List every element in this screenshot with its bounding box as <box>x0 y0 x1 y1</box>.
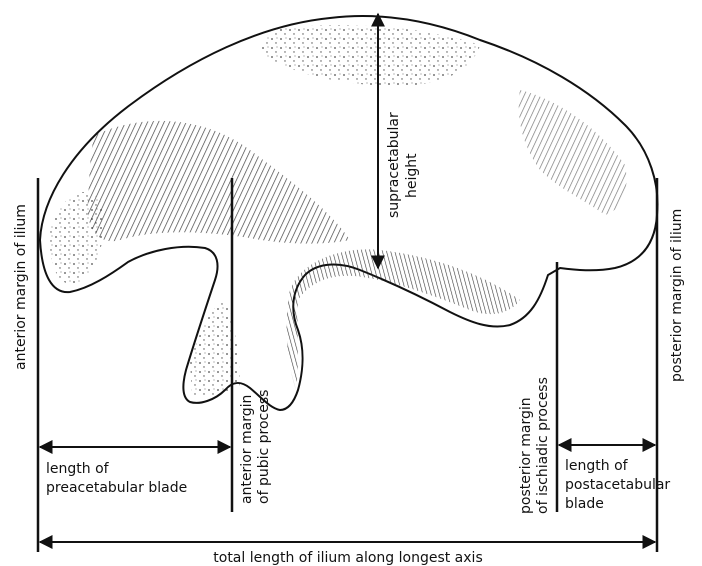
postacetabular-label-1: length of <box>565 458 629 474</box>
postacetabular-label-3: blade <box>565 496 604 512</box>
posterior-margin-label: posterior margin of ilium <box>669 209 685 382</box>
preacetabular-label-1: length of <box>46 461 110 477</box>
supracetabular-label-2: height <box>404 153 420 198</box>
ischiadic-process-label-1: posterior margin <box>518 397 534 514</box>
pubic-process-label-2: of pubic process <box>256 390 272 504</box>
supracetabular-label-1: supracetabular <box>386 112 402 218</box>
pubic-process-label-1: anterior margin <box>239 395 255 504</box>
postacetabular-label-2: postacetabular <box>565 477 670 493</box>
preacetabular-label-2: preacetabular blade <box>46 480 187 496</box>
ischiadic-process-label-2: of ischiadic process <box>535 377 551 514</box>
total-length-label: total length of ilium along longest axis <box>213 550 482 566</box>
anterior-margin-label: anterior margin of ilium <box>13 204 29 370</box>
ilium-bone <box>40 16 658 410</box>
